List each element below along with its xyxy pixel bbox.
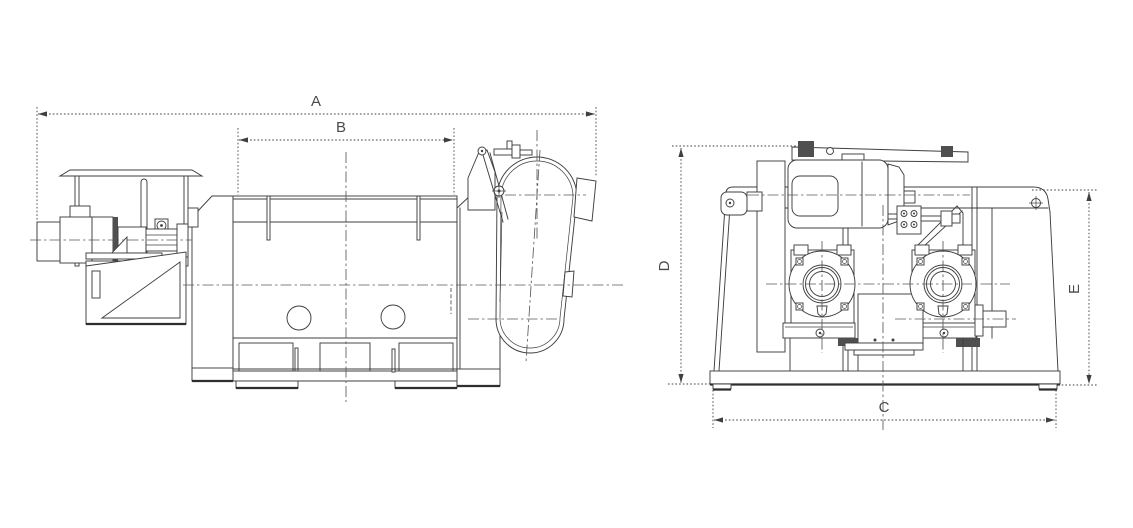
dimension-e: E [1032,189,1097,386]
motor-terminal-box [791,175,839,217]
dimension-b: B [237,119,455,195]
dimension-a: A [36,93,597,252]
belt-guard [495,156,597,354]
dimension-c: C [712,390,1057,428]
feed-drive-assembly [36,169,204,326]
dim-e-label: E [1066,284,1083,294]
shaft-step [974,304,984,337]
dim-d-label: D [656,260,673,271]
base [709,370,1061,391]
side-view-centerlines [30,130,626,402]
dim-b-label: B [336,119,346,136]
motor [787,141,969,229]
linkage [887,205,961,235]
dimension-d: D [656,145,798,385]
dim-a-label: A [311,93,321,110]
tensioner-arm [467,140,533,223]
dimension-annotations: A B C D [36,93,1097,428]
side-plate [720,160,786,353]
end-view [709,141,1061,430]
dim-c-label: C [879,399,890,416]
end-view-centerlines [748,194,1016,430]
main-body [187,193,501,390]
side-view [30,130,626,402]
guard-flap [573,177,597,222]
